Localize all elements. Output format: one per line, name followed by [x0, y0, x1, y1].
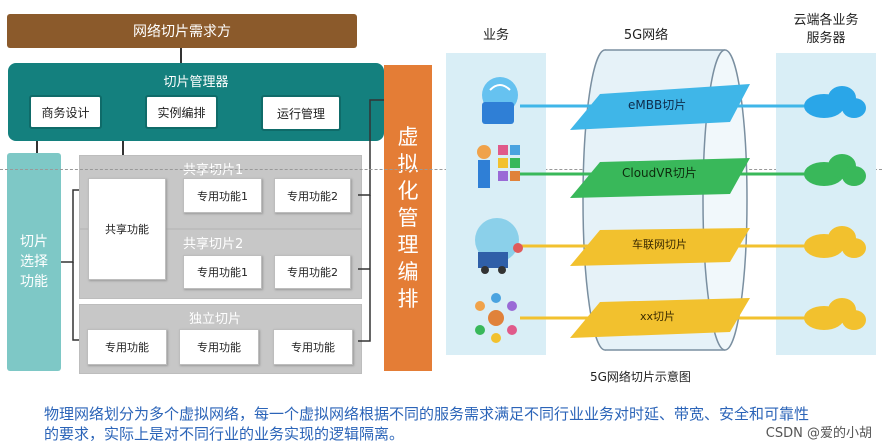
business-header: 业务 [482, 28, 509, 43]
cloud-header: 云端各业务 服务器 [793, 13, 859, 46]
slice-label-xx: xx切片 [640, 310, 676, 323]
dedicated-function-box: 专用功能1 [183, 178, 262, 213]
vr-user-icon [477, 145, 520, 188]
dedicated-function-box: 专用功能 [273, 329, 353, 365]
cloud-icon [804, 226, 866, 258]
shared-function-box: 共享功能 [88, 178, 166, 280]
connector-line [36, 141, 38, 153]
slice-manager-title: 切片管理器 [163, 75, 229, 90]
dedicated-function-box: 专用功能2 [274, 255, 351, 289]
5g-header: 5G网络 [623, 28, 669, 43]
slice-selection-function: 切片 选择 功能 [7, 153, 61, 371]
shared-slice-1-title: 共享切片1 [183, 163, 244, 178]
dashed-divider [0, 169, 882, 170]
cloud-icon [804, 154, 866, 186]
cloud-icon [804, 298, 866, 330]
instance-orchestration-box: 实例编排 [145, 95, 218, 129]
virtualization-bracket [358, 99, 384, 342]
cloud-icon [804, 86, 866, 118]
wifi-device-icon [482, 77, 518, 124]
independent-slice-title: 独立切片 [189, 312, 242, 327]
shared-slice-2-title: 共享切片2 [183, 237, 244, 252]
slice-label-cloudvr: CloudVR切片 [622, 166, 697, 180]
dedicated-function-box: 专用功能1 [183, 255, 262, 289]
slice-demand-bar: 网络切片需求方 [7, 14, 357, 48]
vehicle-network-icon [475, 218, 523, 274]
virtualization-orchestration: 虚 拟 化 管 理 编 排 [384, 65, 432, 371]
business-design-box: 商务设计 [29, 95, 102, 129]
slice-label-embb: eMBB切片 [628, 98, 687, 112]
iot-devices-icon [475, 293, 517, 343]
operation-management-box: 运行管理 [261, 95, 341, 131]
slice-manager: 切片管理器 商务设计 实例编排 运行管理 [8, 63, 384, 141]
description-text: 物理网络划分为多个虚拟网络，每一个虚拟网络根据不同的服务需求满足不同行业业务对时… [44, 405, 810, 443]
figure-caption: 5G网络切片示意图 [590, 370, 691, 384]
5g-network-diagram [475, 49, 866, 351]
slice-label-iov: 车联网切片 [632, 238, 687, 251]
connector-line [180, 48, 182, 63]
dedicated-function-box: 专用功能 [179, 329, 259, 365]
watermark: CSDN @爱的小胡 [765, 426, 872, 441]
connector-line [122, 141, 124, 155]
dedicated-function-box: 专用功能2 [274, 178, 351, 213]
dedicated-function-box: 专用功能 [87, 329, 167, 365]
